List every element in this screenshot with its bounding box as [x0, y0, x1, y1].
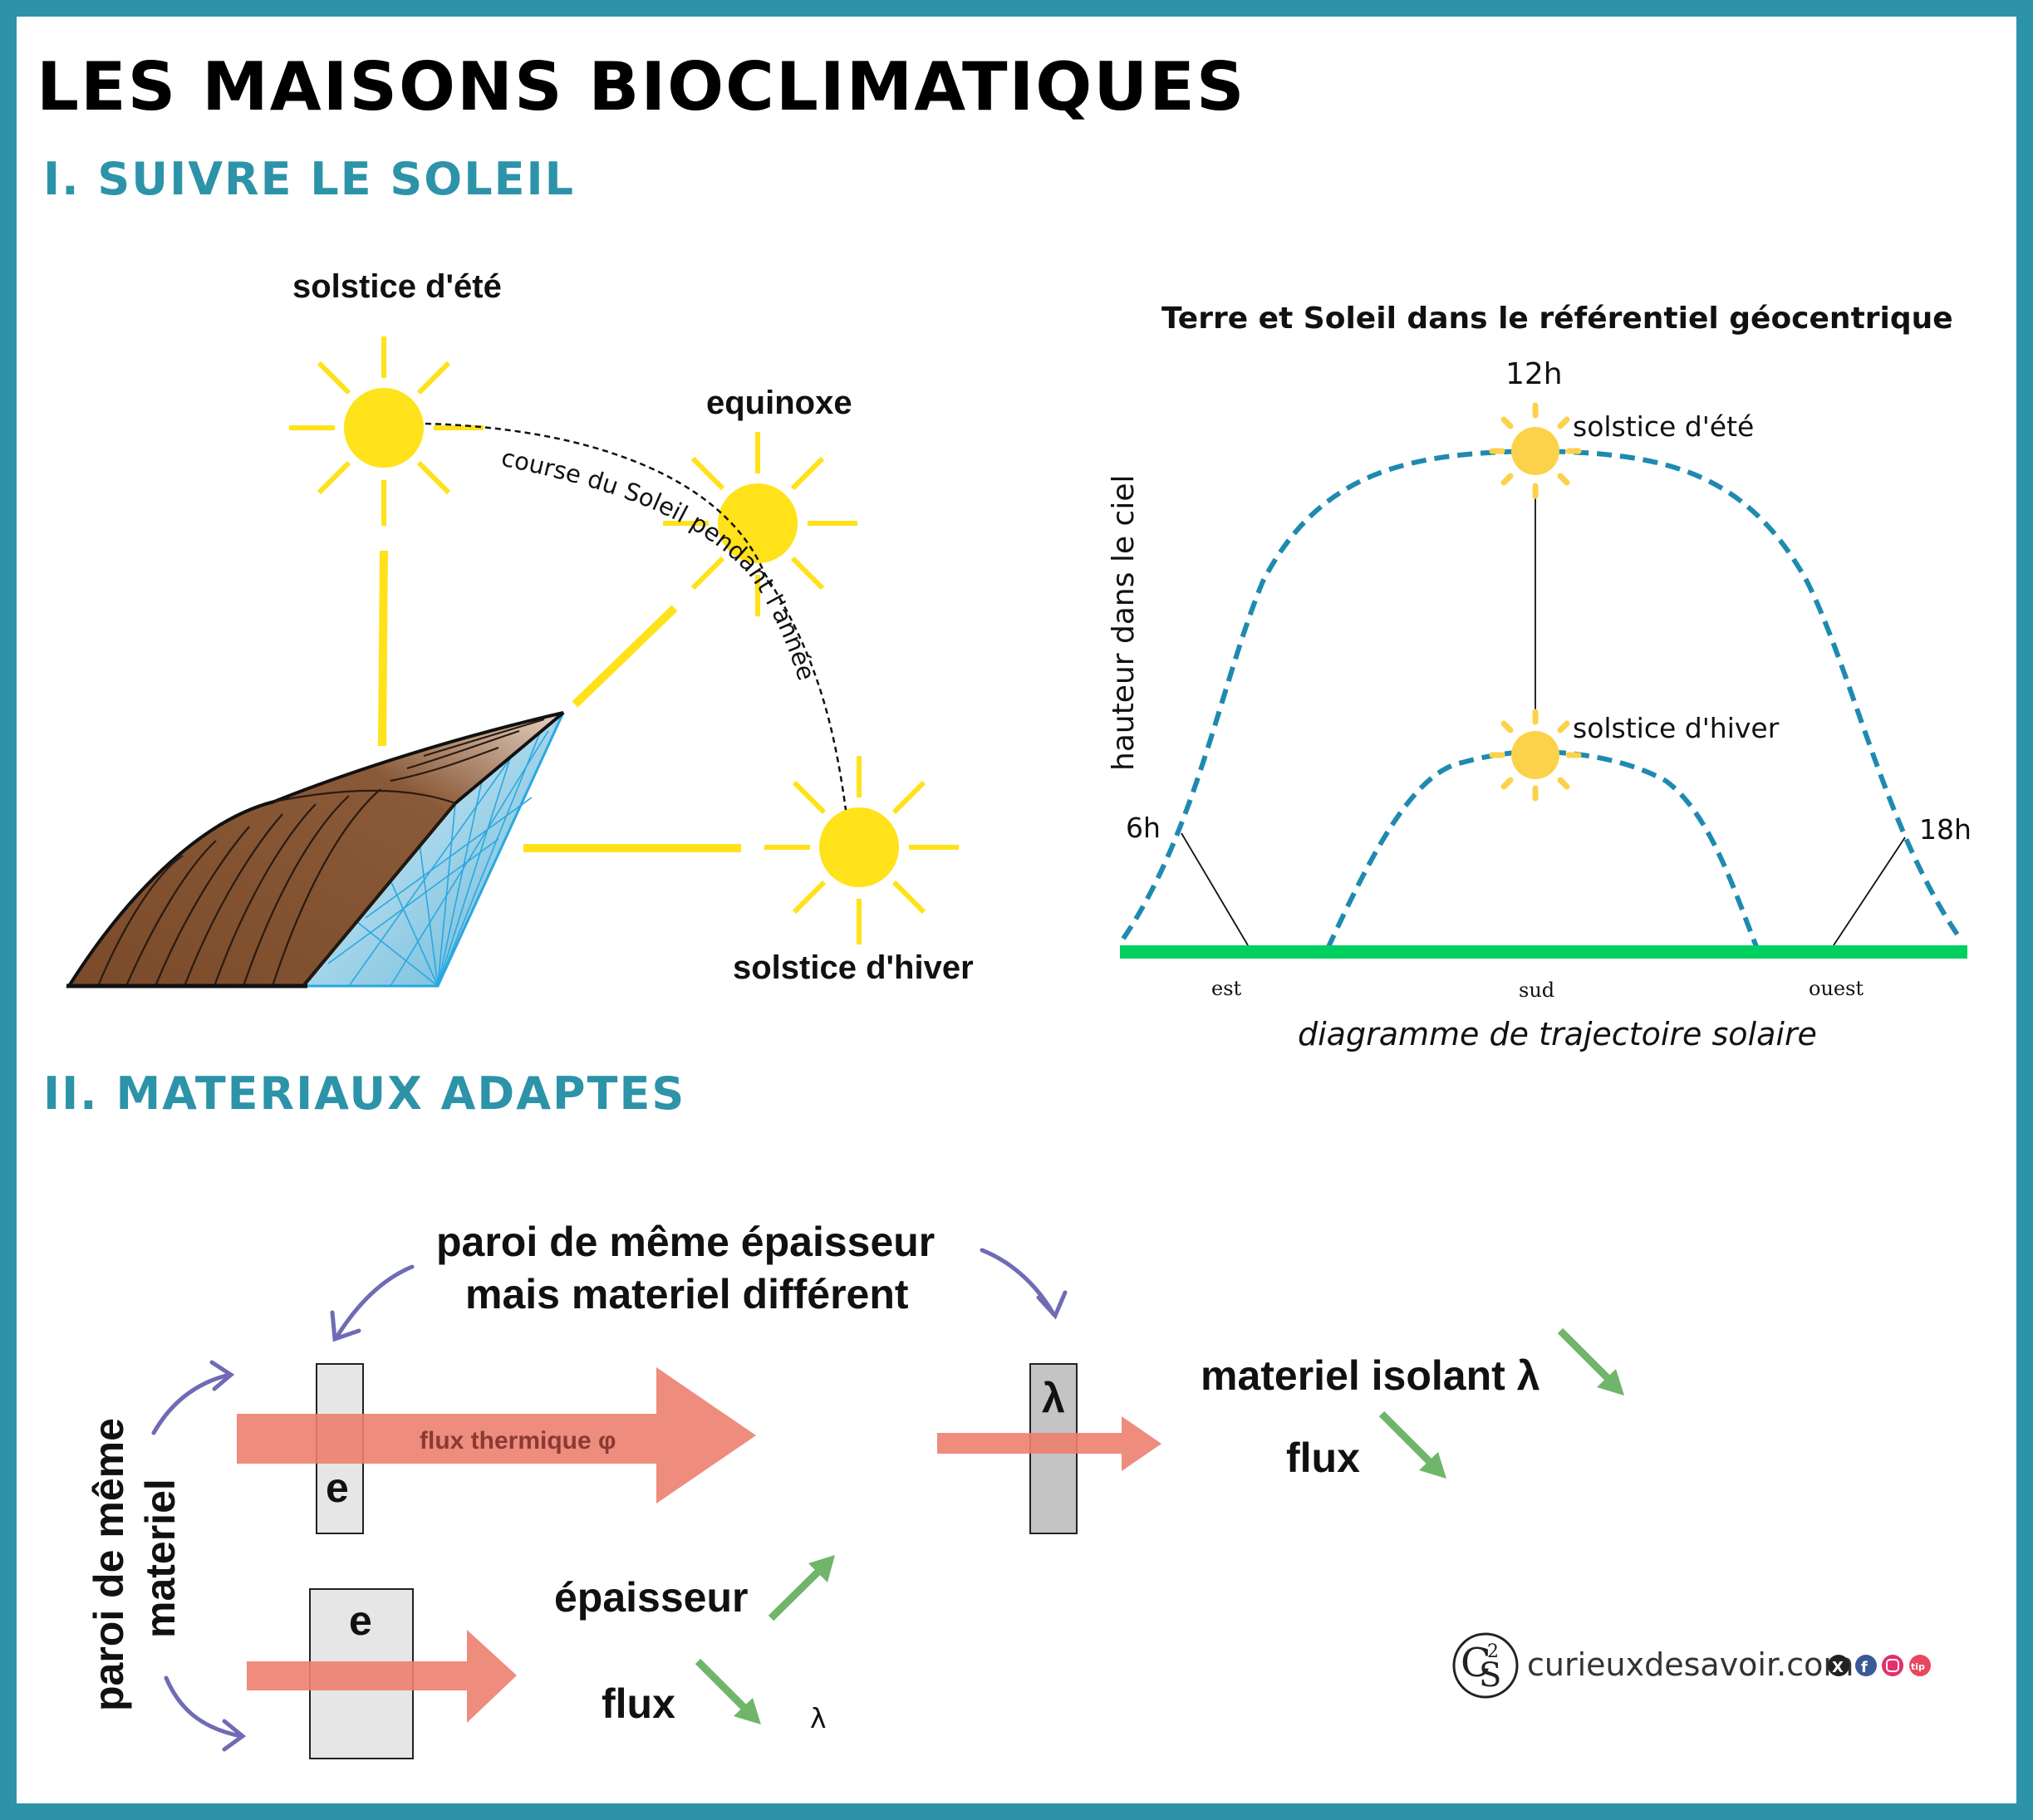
east-label: est	[1211, 977, 1242, 1000]
same-material-label-1: paroi de même	[86, 1418, 132, 1711]
equinox-label: equinoxe	[706, 385, 852, 421]
social-icons: X f tip	[1828, 1655, 1931, 1676]
green-arrow-down-flux-right-icon	[1378, 1410, 1446, 1479]
house-roof	[66, 711, 565, 988]
y-axis-label: hauteur dans le ciel	[1107, 475, 1141, 771]
flux-label-bottom: flux	[602, 1680, 675, 1727]
south-label: sud	[1519, 979, 1554, 1002]
summer-sun-beam	[378, 550, 388, 747]
noon-label: 12h	[1505, 357, 1563, 391]
x-icon[interactable]: X	[1832, 1659, 1844, 1676]
green-arrow-down-flux-bottom-icon	[695, 1658, 761, 1724]
diagram-summer-label: solstice d'été	[1573, 410, 1754, 443]
logo-text: curieuxdesavoir.com	[1527, 1646, 1854, 1683]
wall-e-label: e	[326, 1464, 349, 1511]
sun-course-label-path: course du Soleil pendant l'année	[499, 444, 821, 684]
summer-solstice-label: solstice d'été	[292, 268, 502, 305]
c2s-logo: C 2 S	[1452, 1632, 1519, 1699]
summer-trajectory	[1121, 448, 1962, 940]
summer-sun-icon	[289, 336, 484, 526]
instagram-icon[interactable]	[1886, 1659, 1899, 1672]
flux-thermique-label: flux thermique φ	[420, 1427, 616, 1455]
sun-course-label: course du Soleil pendant l'année	[499, 444, 821, 684]
wall-lambda-label: λ	[1042, 1375, 1065, 1421]
same-material-label-2: materiel	[137, 1479, 184, 1638]
wall-e2-label: e	[349, 1597, 372, 1644]
purple-arrow-lower-left-icon	[164, 1675, 247, 1752]
summer-small-sun-icon	[1489, 402, 1582, 499]
diagram-winter-label: solstice d'hiver	[1573, 712, 1780, 744]
epaisseur-label: épaisseur	[554, 1574, 748, 1621]
same-thickness-label-2: mais materiel différent	[465, 1271, 909, 1317]
logo-monogram-c: C	[1461, 1640, 1491, 1686]
green-arrow-up-epaisseur-icon	[768, 1555, 835, 1621]
main-title: LES MAISONS BIOCLIMATIQUES	[37, 48, 1246, 125]
tipeee-icon[interactable]: tip	[1911, 1661, 1925, 1672]
heat-flux-arrow-bottom	[247, 1630, 517, 1723]
logo-monogram-2: 2	[1487, 1641, 1499, 1662]
logo-monogram-s: S	[1479, 1656, 1501, 1695]
winter-solstice-label: solstice d'hiver	[733, 949, 974, 986]
diagram-title: Terre et Soleil dans le référentiel géoc…	[1161, 302, 1953, 336]
equinox-sun-beam	[572, 605, 678, 708]
purple-arrow-upper-left-icon	[151, 1360, 235, 1435]
purple-arrow-right-icon	[980, 1248, 1068, 1320]
facebook-icon[interactable]: f	[1861, 1659, 1868, 1676]
evening-pointer	[1833, 836, 1906, 946]
morning-label: 6h	[1126, 812, 1161, 844]
section-2-heading: II. MATERIAUX ADAPTES	[43, 1067, 685, 1120]
equinox-sun-icon	[663, 432, 857, 616]
morning-pointer	[1181, 832, 1249, 946]
winter-trajectory	[1325, 748, 1760, 950]
winter-sun-icon	[764, 756, 959, 944]
evening-label: 18h	[1919, 813, 1972, 846]
tiny-lambda-mark: λ	[810, 1702, 827, 1734]
heat-flux-arrow-large	[237, 1367, 756, 1504]
section-1-heading: I. SUIVRE LE SOLEIL	[43, 153, 575, 205]
same-thickness-label-1: paroi de même épaisseur	[436, 1219, 935, 1265]
purple-arrow-left-icon	[330, 1264, 415, 1342]
isolant-label: materiel isolant λ	[1201, 1352, 1540, 1399]
green-arrow-down-isolant-icon	[1557, 1327, 1624, 1396]
diagram-caption: diagramme de trajectoire solaire	[1298, 1016, 1817, 1052]
west-label: ouest	[1809, 977, 1864, 1000]
heat-flux-arrow-small	[937, 1416, 1161, 1471]
flux-label-right: flux	[1286, 1435, 1360, 1481]
winter-small-sun-icon	[1489, 709, 1582, 802]
